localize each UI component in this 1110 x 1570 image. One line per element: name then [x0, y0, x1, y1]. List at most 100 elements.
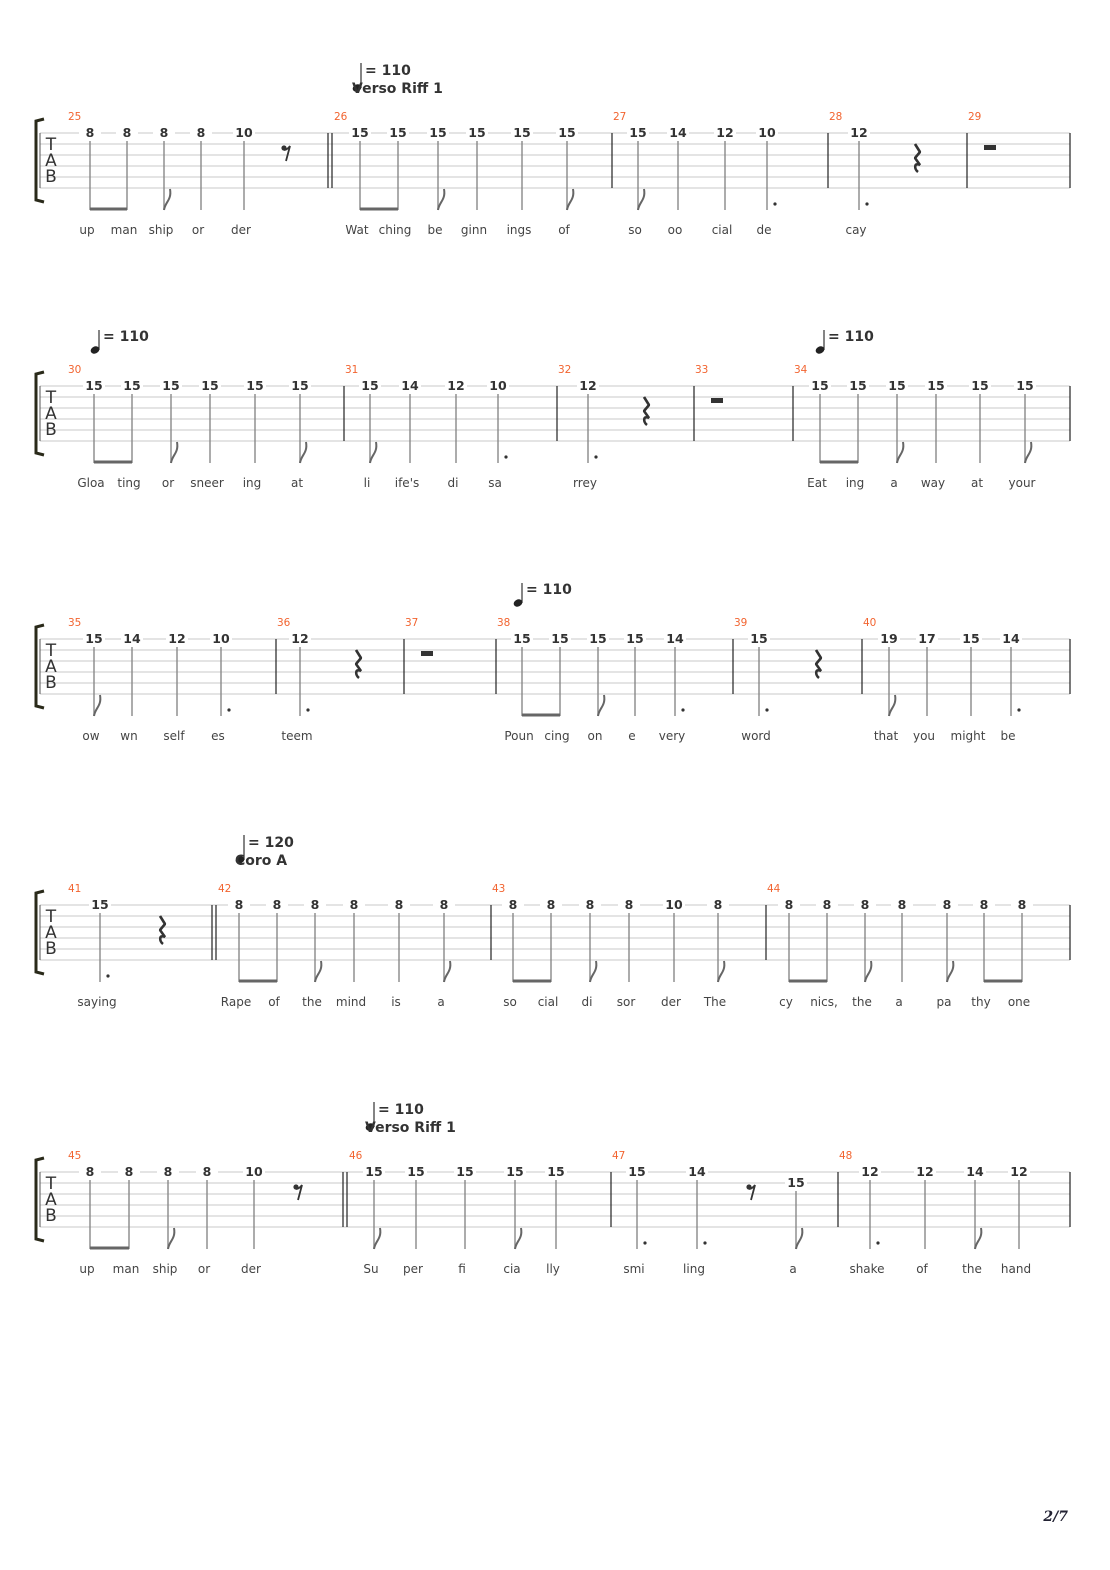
lyric-syllable: teem	[281, 729, 312, 743]
measure-number: 28	[829, 111, 842, 123]
lyric-syllable: so	[503, 995, 517, 1009]
lyric-syllable: on	[588, 729, 603, 743]
fret-background	[363, 1167, 385, 1177]
lyric-syllable: cay	[845, 223, 866, 237]
fret-background	[244, 381, 266, 391]
tab-note: 8up	[79, 125, 101, 237]
fret-background	[118, 1167, 140, 1177]
measure-number: 46	[349, 1150, 363, 1162]
lyric-syllable: cy	[779, 995, 793, 1009]
fret-background	[785, 1178, 807, 1188]
eighth-flag-icon	[299, 441, 308, 464]
lyric-syllable: Wat	[345, 223, 368, 237]
lyric-syllable: nics,	[810, 995, 838, 1009]
fret-number: 8	[785, 897, 794, 912]
tab-note: 8pa	[936, 897, 958, 1009]
tab-note: 10 der	[241, 1164, 265, 1276]
fret-number: 12	[168, 631, 185, 646]
fret-background	[809, 381, 831, 391]
fret-number: 15	[506, 1164, 523, 1179]
fret-background	[349, 128, 371, 138]
fret-number: 12	[579, 378, 596, 393]
lyric-syllable: oo	[668, 223, 683, 237]
quarter-note-icon	[90, 346, 100, 354]
tab-clef-letter: B	[45, 420, 57, 440]
fret-background	[878, 634, 900, 644]
fret-number: 15	[91, 897, 108, 912]
tab-note: 15e	[624, 631, 646, 743]
lyric-syllable: Gloa	[77, 476, 104, 490]
tab-note: 8a	[891, 897, 913, 1009]
eighth-flag-icon	[373, 1227, 382, 1250]
fret-number: 15	[558, 125, 575, 140]
lyric-syllable: one	[1008, 995, 1030, 1009]
fret-background	[624, 634, 646, 644]
fret-number: 8	[440, 897, 449, 912]
fret-background	[714, 128, 736, 138]
eighth-flag-icon	[93, 694, 102, 717]
fret-number: 12	[861, 1164, 878, 1179]
fret-background	[1008, 1167, 1030, 1177]
measure: 29	[966, 111, 996, 188]
lyric-syllable: wn	[120, 729, 137, 743]
dot-icon	[643, 1241, 647, 1245]
lyric-syllable: sa	[488, 476, 502, 490]
lyric-syllable: that	[874, 729, 899, 743]
tempo-value: = 110	[365, 63, 411, 79]
fret-background	[190, 128, 212, 138]
lyric-syllable: fi	[458, 1262, 466, 1276]
fret-background	[157, 1167, 179, 1177]
fret-background	[83, 634, 105, 644]
lyric-syllable: be	[428, 223, 443, 237]
tab-note: 8di	[579, 897, 601, 1009]
eighth-flag-icon	[637, 188, 646, 211]
fret-background	[427, 128, 449, 138]
fret-number: 8	[197, 125, 206, 140]
fret-background	[79, 128, 101, 138]
quarter-note-icon	[235, 856, 245, 864]
fret-number: 8	[898, 897, 907, 912]
fret-background	[549, 634, 571, 644]
fret-number: 10	[245, 1164, 263, 1179]
lyric-syllable: or	[198, 1262, 210, 1276]
lyric-syllable: der	[241, 1262, 261, 1276]
fret-number: 8	[86, 125, 95, 140]
fret-number: 15	[962, 631, 979, 646]
eighth-rest-icon	[293, 1184, 303, 1201]
fret-number: 15	[513, 125, 530, 140]
eighth-flag-icon	[167, 1227, 176, 1250]
fret-background	[266, 900, 288, 910]
fret-number: 8	[714, 897, 723, 912]
fret-background	[199, 381, 221, 391]
dot-icon	[227, 708, 231, 712]
fret-background	[618, 900, 640, 910]
fret-background	[121, 634, 143, 644]
fret-background	[304, 900, 326, 910]
eighth-rest-icon	[283, 145, 291, 162]
lyric-syllable: the	[852, 995, 872, 1009]
fret-background	[233, 128, 255, 138]
eighth-flag-icon	[597, 694, 606, 717]
lyric-syllable: sneer	[190, 476, 224, 490]
